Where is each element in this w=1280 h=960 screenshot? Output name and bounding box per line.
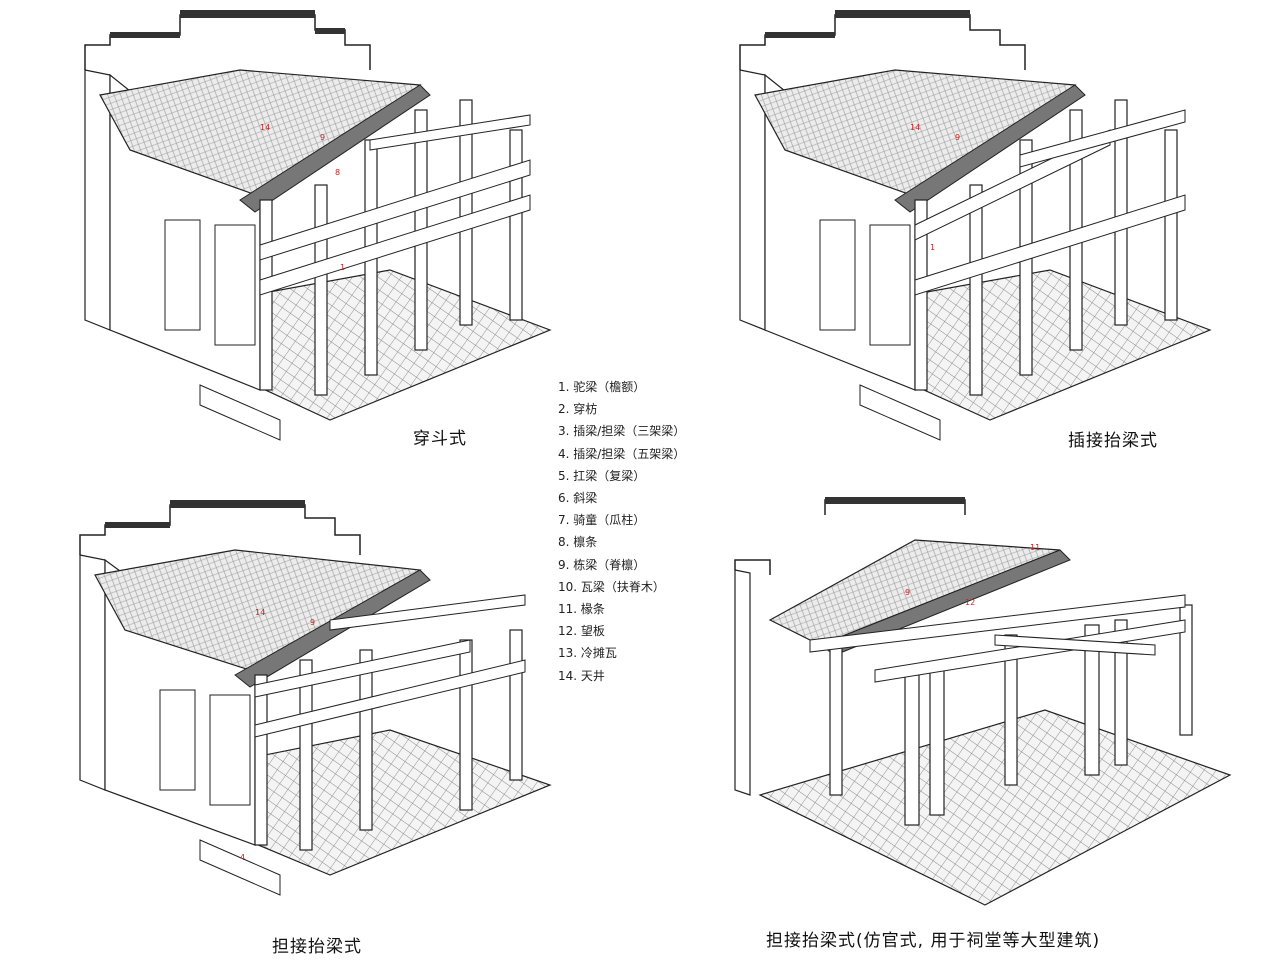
svg-text:9: 9 [310, 618, 315, 627]
svg-text:14: 14 [255, 608, 265, 617]
callout-numbers: 14 9 8 1 [260, 123, 345, 272]
callout-numbers: 14 9 4 [240, 608, 315, 862]
legend-item: 12. 望板 [558, 624, 605, 639]
legend-item: 7. 骑童（瓜柱） [558, 513, 646, 528]
house-drawing-bl: 14 9 4 [79, 500, 552, 896]
legend-item: 8. 檩条 [558, 535, 598, 550]
house-drawing-br: 9 12 11 [734, 497, 1232, 906]
door [159, 689, 196, 791]
stepped-gable [84, 14, 371, 70]
callout-numbers: 14 9 1 [910, 123, 960, 252]
beams [809, 594, 1186, 683]
diagram-panel-br: 9 12 11 [725, 495, 1255, 915]
gable-cap [110, 32, 180, 38]
side-wall [79, 554, 106, 791]
gable-cap [765, 32, 835, 38]
legend-item: 10. 瓦梁（扶脊木） [558, 579, 665, 594]
house-drawing-tr: 14 9 1 [739, 10, 1212, 441]
svg-text:14: 14 [910, 123, 920, 132]
svg-text:11: 11 [1030, 543, 1040, 552]
legend-item: 5. 扛梁（复梁） [558, 468, 646, 483]
caption-bl: 担接抬梁式 [272, 937, 362, 957]
legend-item: 2. 穿枋 [558, 402, 598, 417]
legend-item: 1. 驼梁（檐额） [558, 380, 646, 394]
diagram-panel-tr: 14 9 1 [730, 0, 1250, 470]
legend-item: 3. 插梁/担梁（三架梁） [558, 424, 686, 439]
courtyard-floor [758, 709, 1232, 906]
caption-br: 担接抬梁式(仿官式, 用于祠堂等大型建筑) [766, 931, 1101, 951]
house-drawing-tl: 14 9 8 1 [84, 10, 552, 441]
door [819, 219, 856, 331]
door [209, 694, 251, 806]
legend-item: 9. 栋梁（脊檩） [558, 557, 646, 572]
gable-cap [835, 10, 970, 18]
columns [829, 604, 1193, 826]
roof-ridge-band [239, 84, 431, 213]
svg-text:1: 1 [340, 263, 345, 272]
gable-cap [180, 10, 315, 18]
svg-text:14: 14 [260, 123, 270, 132]
side-wall [734, 569, 751, 796]
gable-cap [105, 522, 170, 528]
legend-item: 11. 椽条 [558, 602, 605, 617]
legend-item: 13. 冷摊瓦 [558, 646, 617, 661]
gable-cap [170, 500, 305, 508]
caption-tl: 穿斗式 [413, 429, 467, 449]
door [164, 219, 201, 331]
legend-item: 6. 斜梁 [558, 491, 598, 506]
svg-text:9: 9 [905, 588, 910, 597]
roof-ridge-band [894, 84, 1086, 213]
diagram-panel-tl: 14 9 8 1 [70, 0, 570, 470]
svg-text:8: 8 [335, 168, 340, 177]
legend-item: 4. 插梁/担梁（五架梁） [558, 446, 686, 461]
door [214, 224, 256, 346]
svg-text:9: 9 [955, 133, 960, 142]
callout-numbers: 9 12 11 [905, 543, 1040, 607]
gutter [859, 384, 941, 441]
svg-text:1: 1 [930, 243, 935, 252]
stepped-gable [739, 14, 1026, 70]
gutter [199, 839, 281, 896]
door [869, 224, 911, 346]
component-legend: 1. 驼梁（檐额） 2. 穿枋 3. 插梁/担梁（三架梁） 4. 插梁/担梁（五… [558, 376, 728, 687]
beams [914, 109, 1186, 296]
beams [254, 594, 526, 738]
stepped-gable [734, 559, 771, 575]
gable-cap [825, 497, 965, 504]
side-wall [84, 69, 111, 331]
svg-text:9: 9 [320, 133, 325, 142]
legend-item: 14. 天井 [558, 668, 605, 683]
stepped-gable [79, 504, 361, 555]
beams [259, 114, 531, 296]
svg-text:12: 12 [965, 598, 975, 607]
caption-tr: 插接抬梁式 [1068, 431, 1158, 451]
side-wall [739, 69, 766, 331]
gutter [199, 384, 281, 441]
svg-text:4: 4 [240, 853, 245, 862]
gable-cap [315, 28, 345, 34]
diagram-panel-bl: 14 9 4 [70, 490, 570, 910]
